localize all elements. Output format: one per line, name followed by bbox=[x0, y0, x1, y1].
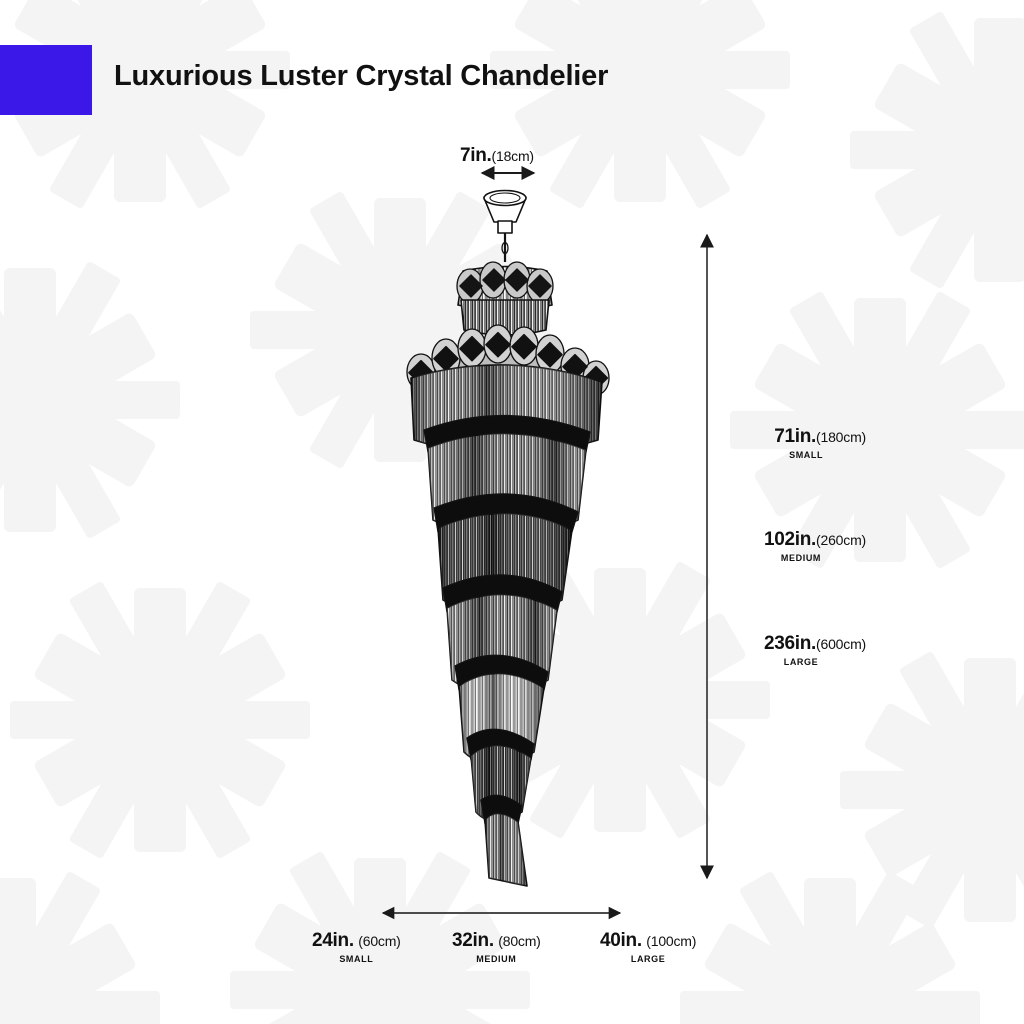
width-large-inches: 40in. bbox=[600, 930, 642, 951]
width-label-large: 40in. (100cm) LARGE bbox=[600, 931, 696, 964]
width-large-cm: (100cm) bbox=[646, 933, 697, 949]
brand-logo-square bbox=[0, 45, 92, 115]
height-label-small: 71in.(180cm) SMALL bbox=[774, 427, 866, 460]
width-label-small: 24in. (60cm) SMALL bbox=[312, 931, 401, 964]
width-medium-size: MEDIUM bbox=[476, 954, 517, 964]
height-medium-inches: 102in. bbox=[763, 529, 817, 550]
height-label-medium: 102in.(260cm) MEDIUM bbox=[764, 530, 866, 563]
height-large-size: LARGE bbox=[783, 657, 819, 667]
height-small-inches: 71in. bbox=[774, 426, 817, 447]
height-small-cm: (180cm) bbox=[816, 429, 866, 445]
width-small-inches: 24in. bbox=[312, 930, 354, 951]
width-medium-cm: (80cm) bbox=[498, 933, 541, 949]
top-width-inches: 7in. bbox=[460, 145, 492, 166]
height-large-cm: (600cm) bbox=[816, 636, 866, 652]
height-medium-cm: (260cm) bbox=[816, 532, 866, 548]
top-width-cm: (18cm) bbox=[491, 148, 535, 164]
width-small-size: SMALL bbox=[339, 954, 374, 964]
width-label-medium: 32in. (80cm) MEDIUM bbox=[452, 931, 541, 964]
height-label-large: 236in.(600cm) LARGE bbox=[764, 634, 866, 667]
height-small-size: SMALL bbox=[789, 450, 824, 460]
width-small-cm: (60cm) bbox=[358, 933, 401, 949]
width-medium-inches: 32in. bbox=[452, 930, 494, 951]
height-large-inches: 236in. bbox=[763, 633, 817, 654]
top-width-label: 7in.(18cm) bbox=[460, 146, 534, 165]
width-large-size: LARGE bbox=[630, 954, 666, 964]
height-medium-size: MEDIUM bbox=[780, 553, 822, 563]
page-title: Luxurious Luster Crystal Chandelier bbox=[114, 60, 609, 92]
